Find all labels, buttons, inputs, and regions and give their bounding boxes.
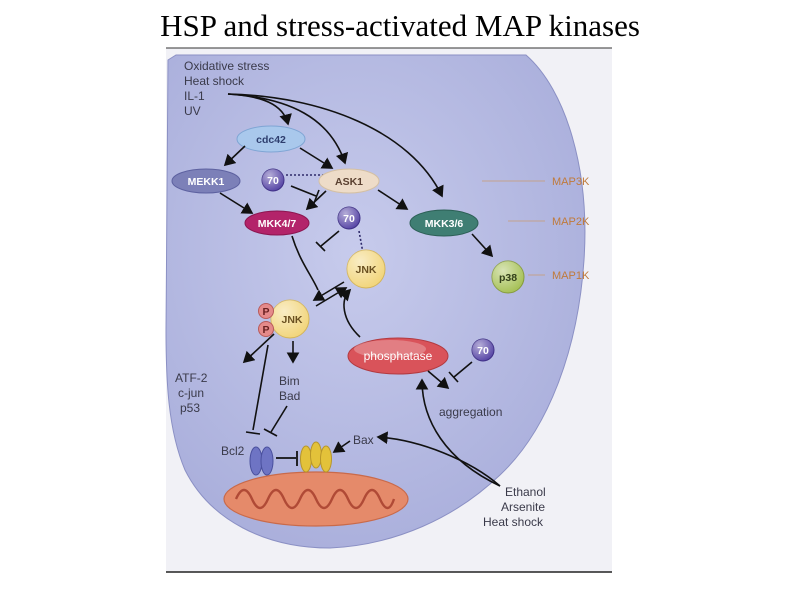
label-aggregation: aggregation — [439, 405, 502, 419]
page-title: HSP and stress-activated MAP kinases — [160, 8, 640, 43]
node-mkk47 — [244, 210, 310, 236]
arrow-jnk-to-pjnk — [312, 281, 345, 301]
label-bad: Bad — [279, 389, 300, 403]
mitochondrion-cristae — [234, 488, 396, 510]
arrow-phosphatase-aggregation — [427, 370, 450, 390]
label-bax: Bax — [353, 433, 374, 447]
inhibit-hsp70-aggregation-bar — [448, 371, 459, 383]
node-phosphatase-label: phosphatase — [364, 349, 433, 363]
node-bax-c — [320, 445, 332, 473]
phospho-p-1-label: P — [262, 306, 269, 318]
arrow-cdc42-ask1 — [299, 147, 334, 169]
arrow-stimulus-ask1 — [227, 93, 349, 165]
inhibit-bimbad-bcl2-bar — [263, 428, 278, 437]
arrow-stress-bax — [376, 431, 501, 487]
node-p38-label: p38 — [499, 272, 517, 284]
node-bcl2-b — [260, 446, 274, 476]
node-mkk36-label: MKK3/6 — [425, 218, 464, 230]
arrow-mkk47-jnk-p — [291, 235, 319, 291]
arrow-cdc42-mekk1 — [223, 145, 246, 167]
node-jnk-b-shine — [271, 300, 309, 338]
phospho-p-2 — [258, 321, 274, 337]
stimulus-ethanol: Ethanol — [505, 485, 546, 499]
target-p53: p53 — [180, 401, 200, 415]
node-hsp70-a-shine — [262, 169, 284, 191]
arrow-bax-mito — [332, 440, 351, 453]
inhibit-hsp70-mkk47-bar — [315, 241, 326, 252]
phospho-p-2-label: P — [262, 324, 269, 336]
node-p38-shine — [492, 261, 524, 293]
node-mekk1 — [171, 168, 241, 194]
level-map2k: MAP2K — [552, 216, 590, 228]
inhibit-jnk-bcl2 — [252, 344, 269, 431]
node-bax-b — [310, 441, 322, 469]
node-ask1 — [318, 168, 380, 194]
node-hsp70-b-shine — [338, 207, 360, 229]
node-bcl2-a — [249, 446, 263, 476]
inhibit-hsp70-aggregation — [453, 361, 473, 378]
node-jnk-a-label: JNK — [355, 264, 376, 276]
arrow-ask1-mkk47 — [305, 190, 327, 211]
level-map1k: MAP1K — [552, 270, 590, 282]
stimulus-heat-shock-2: Heat shock — [483, 515, 544, 529]
label-bim: Bim — [279, 374, 300, 388]
arrow-ask1-mkk36 — [377, 189, 409, 210]
node-hsp70-c-label: 70 — [477, 345, 489, 357]
phospho-p-1 — [258, 303, 274, 319]
stimulus-heat-shock: Heat shock — [184, 74, 245, 88]
node-hsp70-a-label: 70 — [267, 175, 279, 187]
inhibit-hsp70-mkk47 — [320, 230, 340, 247]
node-phosphatase — [347, 337, 449, 375]
arrow-stress-phosphatase — [415, 378, 501, 487]
node-mkk47-label: MKK4/7 — [258, 218, 297, 230]
node-hsp70-b-label: 70 — [343, 213, 355, 225]
inhibit-hsp70-ask1 — [290, 185, 317, 197]
inhibit-jnk-bcl2-bar — [245, 431, 261, 435]
stimulus-arsenite: Arsenite — [501, 500, 545, 514]
label-bcl2: Bcl2 — [221, 444, 245, 458]
arrow-phosphatase-jnk — [338, 288, 361, 338]
arrow-mekk1-mkk47 — [219, 192, 254, 214]
node-ask1-label: ASK1 — [335, 176, 363, 188]
target-atf2: ATF-2 — [175, 371, 208, 385]
node-mekk1-label: MEKK1 — [188, 176, 225, 188]
node-phosphatase-shine — [354, 340, 426, 358]
arrow-mkk36-p38 — [471, 233, 494, 258]
inhibit-bimbad-bcl2 — [270, 405, 288, 433]
arrow-stimulus-mkk36 — [227, 93, 444, 198]
node-hsp70-c-shine — [472, 339, 494, 361]
arrow-jnk-targets — [242, 333, 275, 364]
stimulus-il1: IL-1 — [184, 89, 205, 103]
stimulus-oxidative-stress: Oxidative stress — [184, 59, 269, 73]
node-cdc42-label: cdc42 — [256, 134, 286, 146]
node-mkk36 — [409, 209, 479, 237]
level-map3k: MAP3K — [552, 176, 590, 188]
target-cjun: c-jun — [178, 386, 204, 400]
node-bax-a — [300, 445, 312, 473]
node-jnk-a-shine — [347, 250, 385, 288]
stimulus-uv: UV — [184, 104, 201, 118]
node-cdc42 — [236, 125, 306, 153]
node-jnk-b-label: JNK — [281, 314, 302, 326]
